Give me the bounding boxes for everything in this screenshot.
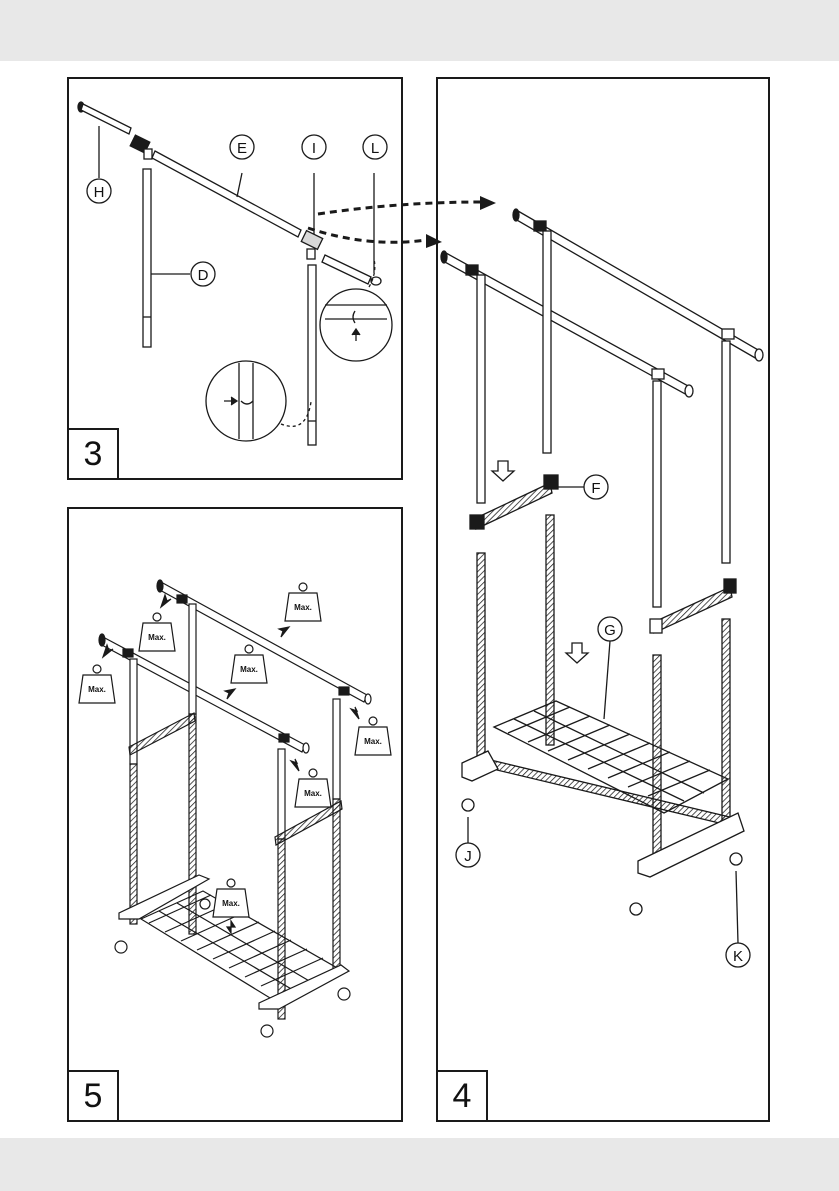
magnifier-circle-icon (206, 361, 311, 441)
weight-icons: Max. Max. Max. Max. Max. Max. Max. (79, 583, 391, 917)
step-5-drawing: Max. Max. Max. Max. Max. Max. Max. (69, 509, 401, 1120)
label-h: H (87, 179, 111, 203)
label-g-text: G (604, 622, 616, 639)
label-i: I (302, 135, 326, 159)
label-d-text: D (198, 267, 209, 284)
right-pole (308, 265, 316, 445)
left-t-connector (130, 135, 152, 159)
top-band (0, 0, 839, 61)
step-number-3: 3 (67, 428, 119, 480)
label-l-text: L (371, 140, 379, 157)
weight-icon: Max. (285, 583, 321, 621)
caster-j (462, 799, 474, 811)
label-l: L (363, 135, 387, 159)
step-3-drawing: H E I L D (69, 79, 401, 478)
label-j: J (456, 843, 480, 867)
step-3-panel: H E I L D 3 (67, 77, 403, 480)
step-4-drawing: F G J K (438, 79, 768, 1120)
bottom-band (0, 1138, 839, 1191)
weight-icon: Max. (295, 769, 331, 807)
weight-icon: Max. (213, 879, 249, 917)
left-end-cap (78, 102, 131, 134)
right-t-connector (301, 231, 322, 259)
weight-label-7: Max. (222, 899, 240, 908)
label-e-text: E (237, 140, 247, 157)
label-h-text: H (94, 184, 105, 201)
weight-icon: Max. (231, 645, 267, 683)
upright-front-left (477, 275, 485, 503)
step-number-4: 4 (436, 1070, 488, 1122)
caster-k (730, 853, 742, 865)
step-number-5: 5 (67, 1070, 119, 1122)
weight-icon: Max. (139, 613, 175, 651)
pole-d (143, 169, 151, 347)
label-d: D (191, 262, 215, 286)
bar-e (152, 151, 301, 237)
label-g: G (598, 617, 622, 641)
weight-label-4: Max. (88, 685, 106, 694)
label-e: E (230, 135, 254, 159)
weight-label-3: Max. (240, 665, 258, 674)
down-arrow-icon (566, 643, 588, 663)
weight-icon: Max. (355, 717, 391, 755)
label-k: K (726, 943, 750, 967)
upright-back-left (543, 231, 551, 453)
weight-label-2: Max. (148, 633, 166, 642)
upright-back-right (722, 341, 730, 563)
label-f-text: F (591, 480, 600, 497)
step-5-panel: Max. Max. Max. Max. Max. Max. Max. 5 (67, 507, 403, 1122)
label-j-text: J (464, 848, 472, 865)
upright-front-right (653, 381, 661, 607)
weight-label-5: Max. (364, 737, 382, 746)
label-k-text: K (733, 948, 743, 965)
weight-label-6: Max. (304, 789, 322, 798)
weight-label-1: Max. (294, 603, 312, 612)
label-f: F (584, 475, 608, 499)
label-i-text: I (312, 140, 316, 157)
weight-icon: Max. (79, 665, 115, 703)
step-4-panel: F G J K 4 (436, 77, 770, 1122)
down-arrow-icon (492, 461, 514, 481)
